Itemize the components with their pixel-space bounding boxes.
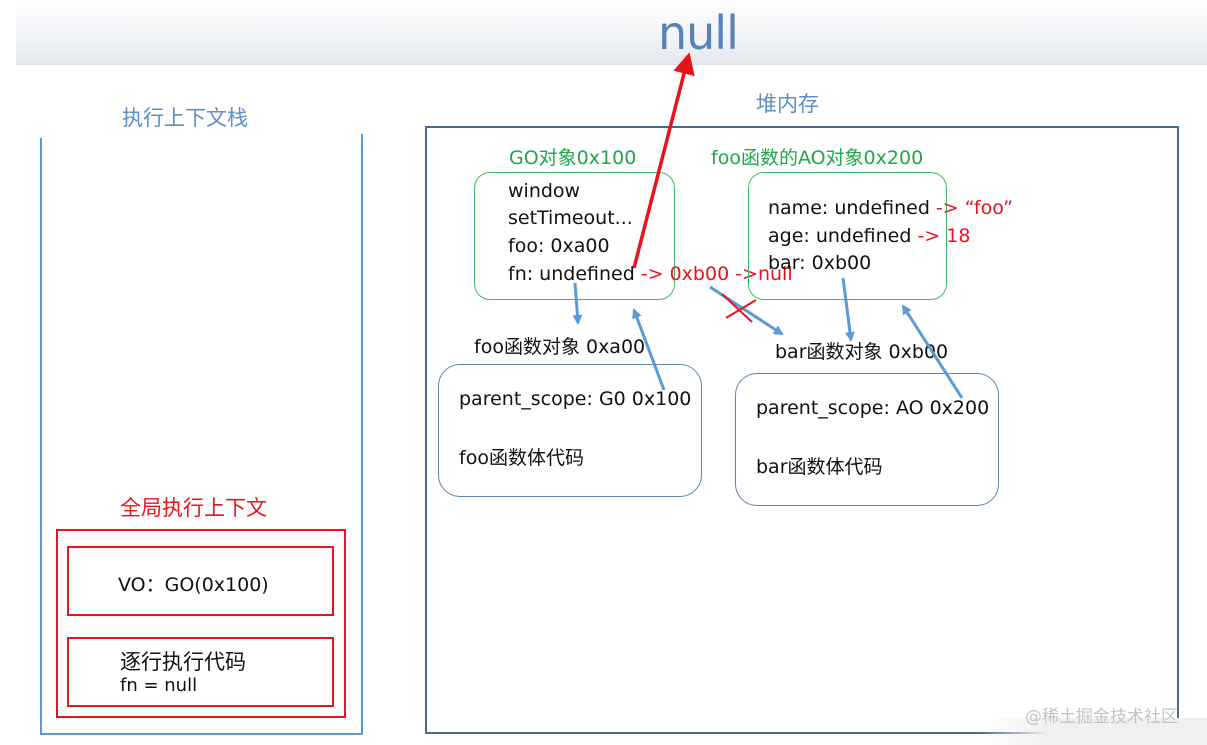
ao-object-box: [748, 172, 947, 300]
watermark: @稀土掘金技术社区: [1025, 707, 1178, 727]
foo-parent-scope: parent_scope: G0 0x100: [459, 388, 692, 410]
go-fn-value: fn: undefined: [508, 263, 635, 285]
go-line-foo: foo: 0xa00: [508, 235, 610, 257]
bar-to-function-arrow: [841, 277, 855, 342]
ao-name-update: -> “foo”: [935, 197, 1014, 219]
foo-function-title: foo函数对象 0xa00: [474, 336, 646, 358]
bar-scope-to-ao-arrow: [901, 304, 964, 399]
code-title: 逐行执行代码: [120, 650, 246, 674]
heap-frame: [425, 126, 1179, 734]
heap-title: 堆内存: [756, 92, 819, 116]
top-banner: [16, 0, 1207, 65]
stack-bottom: [40, 733, 363, 735]
fn-to-bar-arrow: [709, 285, 784, 336]
bar-function-box: [735, 373, 999, 506]
ao-line-age: age: undefined-> 18: [768, 225, 970, 247]
watermark-backdrop: [980, 718, 1207, 745]
ao-name-value: name: undefined: [768, 197, 930, 219]
fn-to-null-arrow: [632, 52, 695, 269]
go-object-box: [474, 172, 675, 300]
bar-body: bar函数体代码: [756, 456, 883, 478]
stack-right-wall: [361, 134, 363, 735]
global-context-frame: [56, 529, 346, 718]
null-label: null: [658, 6, 739, 60]
go-fn-update: -> 0xb00 ->null: [640, 263, 793, 285]
ao-age-update: -> 18: [917, 225, 971, 247]
global-context-title: 全局执行上下文: [120, 496, 267, 520]
foo-scope-to-go-arrow: [632, 308, 666, 391]
cross-mark-b: [725, 299, 757, 319]
cross-mark-a: [721, 293, 753, 323]
foo-body: foo函数体代码: [459, 447, 584, 469]
ao-age-value: age: undefined: [768, 225, 912, 247]
bar-function-title: bar函数对象 0xb00: [775, 341, 949, 363]
go-object-title: GO对象0x100: [509, 147, 637, 169]
code-box: [67, 637, 334, 707]
ao-object-title: foo函数的AO对象0x200: [711, 147, 924, 169]
code-line: fn = null: [120, 675, 198, 696]
go-line-settimeout: setTimeout...: [508, 207, 633, 229]
stack-title: 执行上下文栈: [122, 106, 248, 130]
go-line-fn: fn: undefined-> 0xb00 ->null: [508, 263, 793, 285]
ao-line-name: name: undefined-> “foo”: [768, 197, 1013, 219]
go-line-window: window: [508, 180, 581, 202]
foo-to-function-arrow: [572, 282, 583, 325]
bar-parent-scope: parent_scope: AO 0x200: [756, 397, 990, 419]
vo-box: [67, 546, 334, 616]
foo-function-box: [438, 364, 702, 497]
stack-left-wall: [40, 138, 42, 735]
ao-line-bar: bar: 0xb00: [768, 252, 872, 274]
vo-label: VO：GO(0x100): [118, 574, 269, 596]
